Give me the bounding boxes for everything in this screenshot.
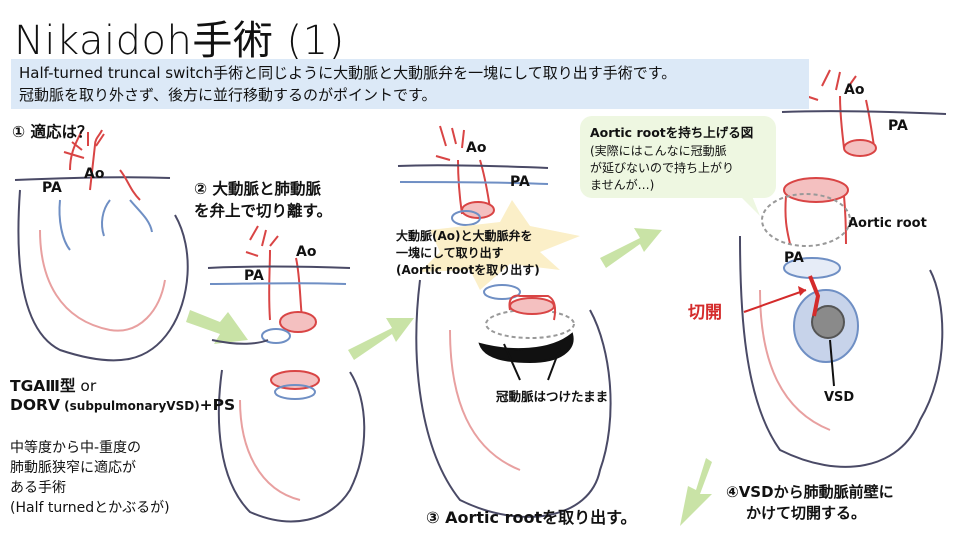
burst-highlight: [420, 200, 580, 290]
indication-or: or: [75, 377, 97, 395]
incision-label: 切開: [688, 303, 722, 323]
step3-caption: ③ Aortic rootを取り出す。: [426, 508, 637, 527]
step2-heading-line-2: を弁上で切り離す。: [194, 202, 332, 220]
arrow-step2-to-3: [348, 318, 414, 360]
burst-line-1: 大動脈(Ao)と大動脈弁を: [396, 229, 533, 243]
aortic-root-label: Aortic root: [848, 216, 927, 231]
burst-line-3: (Aortic rootを取り出す): [396, 263, 540, 277]
callout-line-2: が延びないので持ち上がり: [590, 161, 735, 175]
flow-arrows: [186, 228, 712, 526]
indication-line-2: DORV (subpulmonaryVSD)+PS: [10, 396, 235, 414]
note-line-4: (Half turnedとかぶるが): [10, 500, 170, 516]
note-line-1: 中等度から中-重度の: [10, 440, 142, 456]
step1-pa-label: PA: [42, 180, 62, 196]
step2-ao-label: Ao: [296, 244, 317, 260]
indication-subpulmonary: (subpulmonaryVSD): [59, 399, 200, 413]
coronary-label: 冠動脈はつけたまま: [496, 389, 609, 404]
callout-line-1: (実際にはこんなに冠動脈: [590, 144, 727, 158]
heart-step2: [207, 225, 366, 523]
heart-step4: [739, 69, 947, 468]
arrow-step3-to-4: [600, 228, 662, 268]
step4-caption-line-2: かけて切開する。: [746, 504, 867, 522]
callout-line-3: ませんが…): [590, 178, 655, 192]
callout-title: Aortic rootを持ち上げる図: [590, 125, 754, 140]
note-line-2: 肺動脈狭窄に適応が: [10, 460, 136, 476]
step2-heading-line-1: ② 大動脈と肺動脈: [194, 180, 322, 198]
step3-pa-label: PA: [510, 174, 530, 190]
callout-bubble: Aortic rootを持ち上げる図 (実際にはこんなに冠動脈 が延びないので持…: [580, 116, 776, 198]
step2-pa-label: PA: [244, 268, 264, 284]
burst-text: 大動脈(Ao)と大動脈弁を 一塊にして取り出す (Aortic rootを取り出…: [396, 228, 540, 279]
callout-tail: [740, 196, 760, 216]
page-title: Nikaidoh手術 (1): [14, 18, 345, 64]
step4-pa-label: PA: [784, 250, 804, 266]
step3-ao-label: Ao: [466, 140, 487, 156]
burst-line-2: 一塊にして取り出す: [396, 246, 504, 260]
summary-banner: Half-turned truncal switch手術と同じように大動脈と大動…: [11, 59, 809, 109]
heart-step3-bottom: [415, 279, 612, 518]
summary-line-2: 冠動脈を取り外さず、後方に並行移動するのがポイントです。: [19, 86, 437, 104]
summary-line-1: Half-turned truncal switch手術と同じように大動脈と大動…: [19, 64, 677, 82]
indication-ps: +PS: [199, 396, 236, 414]
step1-heading: ① 適応は？: [12, 123, 93, 141]
note-line-3: ある手術: [10, 480, 66, 496]
arrow-step1-to-2: [186, 310, 248, 344]
heart-step1: [14, 129, 189, 362]
indication-line-1: TGAⅢ型 or: [10, 374, 96, 396]
step1-ao-label: Ao: [84, 166, 105, 182]
step2-heading: ② 大動脈と肺動脈 を弁上で切り離す。: [194, 178, 332, 222]
step4-ao-label: Ao: [844, 82, 865, 98]
vsd-label: VSD: [824, 390, 855, 405]
step4-caption-line-1: ④VSDから肺動脈前壁に: [726, 483, 894, 501]
arrow-step4-down: [680, 458, 712, 526]
indication-tga: TGAⅢ型: [10, 377, 76, 395]
heart-step3-top: [397, 125, 549, 226]
indication-dorv: DORV: [10, 396, 60, 414]
indication-note: 中等度から中-重度の 肺動脈狭窄に適応が ある手術 (Half turnedとか…: [10, 438, 170, 518]
step4-pa-top-label: PA: [888, 118, 908, 134]
callout-body: (実際にはこんなに冠動脈 が延びないので持ち上がり ませんが…): [590, 143, 766, 194]
step4-caption: ④VSDから肺動脈前壁に かけて切開する。: [726, 482, 894, 524]
